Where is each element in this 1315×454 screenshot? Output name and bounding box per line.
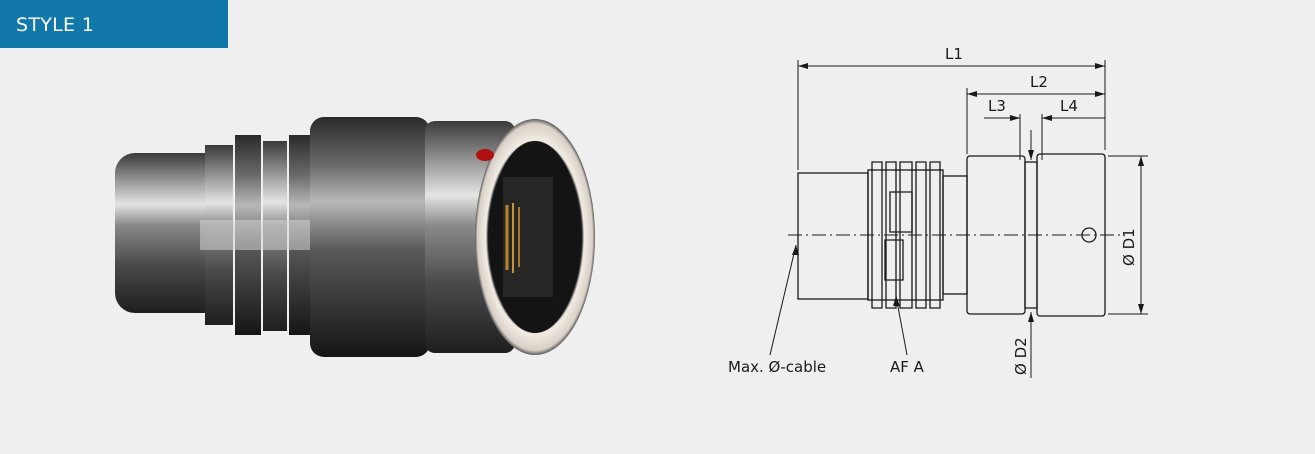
red-indicator-dot bbox=[476, 149, 494, 161]
dim-l4: L4 bbox=[1060, 97, 1078, 115]
dim-l3: L3 bbox=[988, 97, 1006, 115]
contact-pins bbox=[505, 203, 520, 273]
dim-d2: Ø D2 bbox=[1012, 337, 1030, 375]
dim-l2: L2 bbox=[1030, 73, 1048, 91]
label-af: AF A bbox=[890, 358, 925, 376]
technical-drawing: L1 L2 L3 L4 Ø D1 Ø D2 Max. Ø-cable AF A bbox=[728, 45, 1148, 378]
style-tab-label: STYLE 1 bbox=[16, 14, 95, 36]
drawing-rear-sleeve bbox=[797, 172, 869, 300]
label-max-cable: Max. Ø-cable bbox=[728, 358, 826, 376]
dim-d1: Ø D1 bbox=[1120, 228, 1138, 266]
connector-photo bbox=[115, 117, 595, 357]
main-body bbox=[310, 117, 430, 357]
coupling-segments bbox=[200, 135, 320, 335]
dim-l1: L1 bbox=[945, 45, 963, 63]
style-tab: STYLE 1 bbox=[0, 0, 228, 48]
rear-sleeve bbox=[115, 153, 225, 313]
